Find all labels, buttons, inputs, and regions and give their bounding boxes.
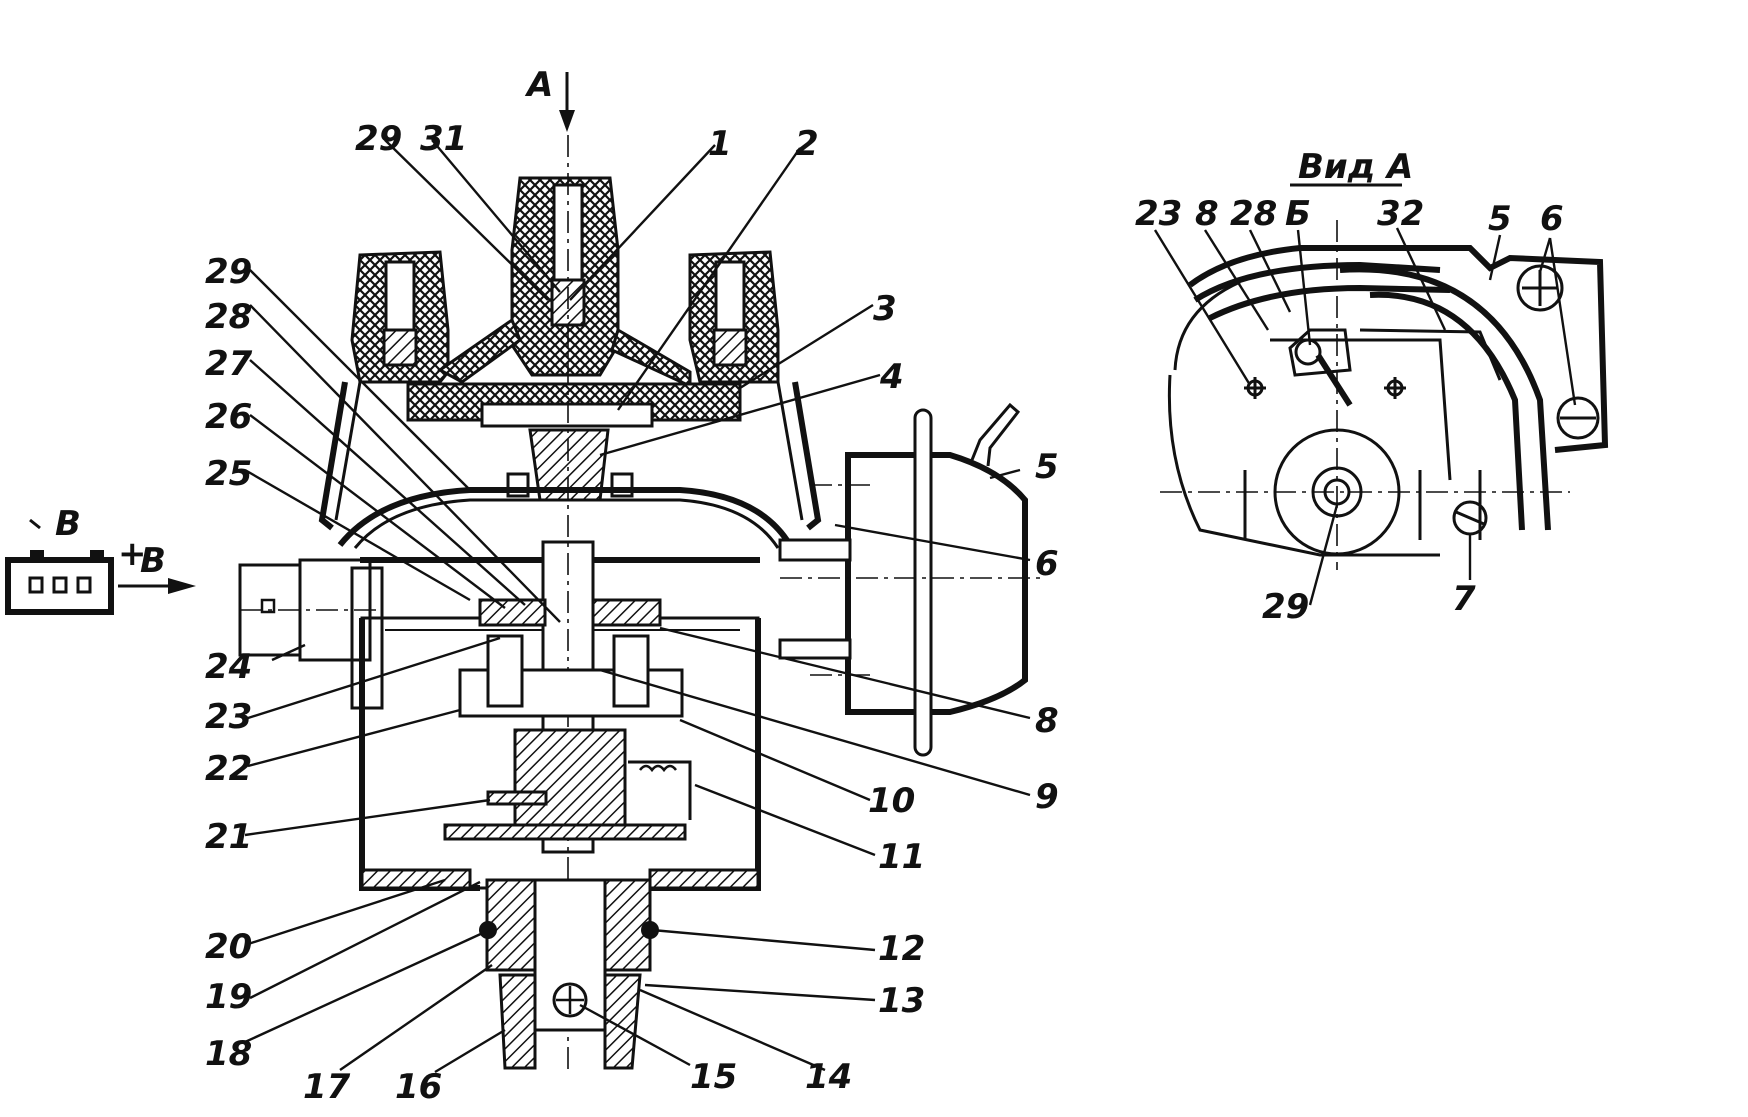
callout-2: 2 xyxy=(795,124,819,164)
callout-18: 18 xyxy=(205,1034,252,1074)
callout-10: 10 xyxy=(868,781,915,821)
distributor-cap xyxy=(318,176,822,531)
callout-12: 12 xyxy=(878,929,925,969)
callout-29: 29 xyxy=(205,252,252,292)
callout-16: 16 xyxy=(395,1067,442,1107)
callout-30: 29 xyxy=(355,119,402,159)
drive-bushing xyxy=(479,878,659,1070)
callout-17: 17 xyxy=(303,1067,351,1107)
leader-lines xyxy=(244,139,1031,1074)
callout-labels: 29 31 1 2 3 4 5 6 8 9 10 11 12 13 14 15 … xyxy=(205,119,1059,1107)
breaker-assembly xyxy=(443,598,692,841)
callout-14: 14 xyxy=(805,1057,852,1097)
vacuum-regulator xyxy=(778,402,1040,757)
view-arrow-a-label: А xyxy=(524,65,553,105)
callout-25: 25 xyxy=(205,454,252,494)
callout-20: 20 xyxy=(205,927,252,967)
callout-8: 8 xyxy=(1035,701,1059,741)
side-socket xyxy=(238,558,384,710)
view-a-callout-28: 28 xyxy=(1230,194,1277,234)
callout-22: 22 xyxy=(205,749,252,789)
callout-23: 23 xyxy=(205,697,252,737)
view-a-callout-6: 6 xyxy=(1540,199,1564,239)
view-a-callout-32: 32 xyxy=(1377,194,1424,234)
callout-1: 1 xyxy=(708,124,732,164)
connector-arrow-label: В xyxy=(140,541,166,581)
callout-13: 13 xyxy=(878,981,925,1021)
callout-21: 21 xyxy=(205,817,252,857)
view-a-callout-5: 5 xyxy=(1488,199,1512,239)
view-a-callout-7: 7 xyxy=(1452,579,1476,619)
distributor-section-view: А xyxy=(205,65,1059,1107)
callout-28: 28 xyxy=(205,297,252,337)
callout-24: 24 xyxy=(205,647,252,687)
view-a-detail: Вид А xyxy=(1135,147,1609,627)
view-a-title: Вид А xyxy=(1298,147,1413,187)
connector-top-label: В xyxy=(55,504,81,544)
view-a-callout-23: 23 xyxy=(1135,194,1182,234)
view-a-callout-29: 29 xyxy=(1262,587,1309,627)
callout-27: 27 xyxy=(205,344,253,384)
view-a-callout-8: 8 xyxy=(1195,194,1219,234)
callout-9: 9 xyxy=(1035,777,1059,817)
view-a-callout-b: Б xyxy=(1285,194,1311,234)
callout-26: 26 xyxy=(205,397,252,437)
rotor xyxy=(480,402,654,502)
callout-3: 3 xyxy=(873,289,897,329)
view-arrow-a: А xyxy=(524,65,575,132)
callout-6: 6 xyxy=(1035,544,1059,584)
callout-11: 11 xyxy=(878,837,925,877)
connector-plus-sign: + xyxy=(118,534,147,574)
callout-15: 15 xyxy=(690,1057,737,1097)
callout-5: 5 xyxy=(1035,447,1059,487)
callout-19: 19 xyxy=(205,977,252,1017)
callout-4: 4 xyxy=(879,357,904,397)
callout-31: 31 xyxy=(420,119,467,159)
connector-view: В В + xyxy=(5,504,196,615)
